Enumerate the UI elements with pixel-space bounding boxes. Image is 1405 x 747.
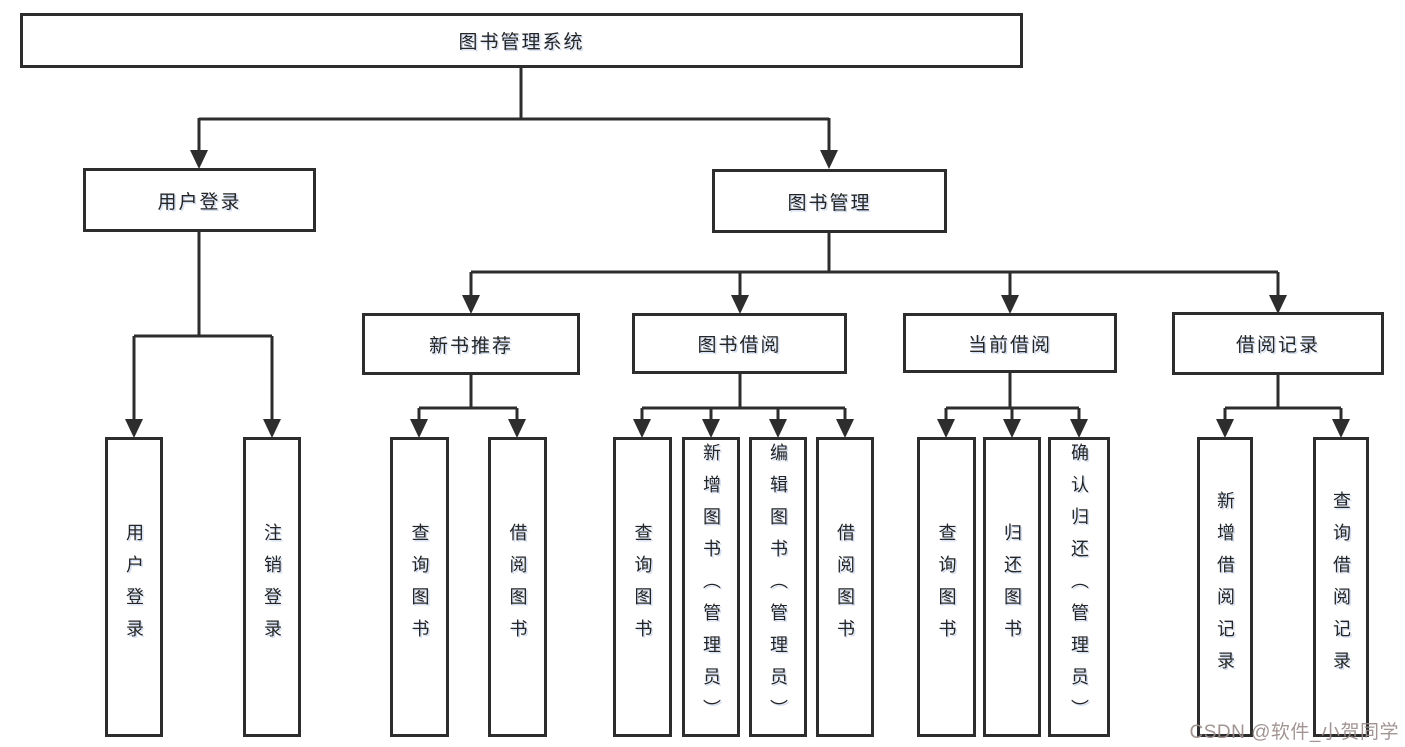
node-label: 查询图书: [409, 523, 430, 651]
arrow-down-icon: [263, 419, 281, 438]
arrow-down-icon: [836, 419, 854, 438]
connector-book-borrowing: [640, 374, 847, 421]
arrow-down-icon: [190, 150, 208, 169]
node-label: 图书借阅: [697, 335, 782, 356]
leaf-add-book-admin: 新增图书（管理员）: [682, 437, 740, 737]
arrow-down-icon: [1216, 419, 1234, 438]
node-label: 借阅图书: [835, 523, 855, 651]
arrow-down-icon: [702, 419, 720, 438]
node-label: 查询借阅记录: [1331, 491, 1351, 683]
node-label: 图书管理系统: [458, 32, 585, 53]
connector-book-management: [469, 233, 1280, 297]
node-book-management: 图书管理: [712, 169, 947, 233]
node-label: 注销登录: [262, 523, 282, 651]
arrow-down-icon: [937, 419, 955, 438]
node-label: 编辑图书（管理员）: [768, 443, 788, 731]
node-label: 确认归还（管理员）: [1069, 443, 1089, 731]
arrow-down-icon: [1003, 419, 1021, 438]
node-label: 新书推荐: [428, 335, 513, 357]
arrow-down-icon: [633, 419, 651, 438]
arrow-down-icon: [1070, 419, 1088, 438]
node-user-login-group: 用户登录: [83, 168, 316, 232]
node-label: 当前借阅: [967, 334, 1052, 356]
node-label: 新增图书（管理员）: [701, 443, 721, 731]
arrow-down-icon: [125, 419, 143, 438]
node-label: 归还图书: [1002, 523, 1022, 651]
leaf-confirm-return-admin: 确认归还（管理员）: [1048, 437, 1110, 737]
connector-root: [197, 68, 831, 153]
connector-user-login: [132, 232, 274, 421]
leaf-borrow-books-1: 借阅图书: [488, 437, 547, 737]
node-book-borrowing: 图书借阅: [632, 313, 847, 374]
node-label: 查询图书: [936, 523, 957, 651]
leaf-logout: 注销登录: [243, 437, 301, 737]
arrow-down-icon: [1001, 295, 1019, 314]
leaf-query-books-1: 查询图书: [390, 437, 449, 737]
node-label: 用户登录: [124, 523, 144, 651]
leaf-query-books-2: 查询图书: [613, 437, 672, 737]
arrow-down-icon: [820, 150, 838, 169]
node-new-book-recommend: 新书推荐: [362, 313, 580, 375]
leaf-user-login: 用户登录: [105, 437, 163, 737]
connector-new-book-recommend: [417, 375, 519, 421]
arrow-down-icon: [410, 419, 428, 438]
arrow-down-icon: [1332, 419, 1350, 438]
node-label: 借阅记录: [1235, 335, 1320, 356]
leaf-query-books-3: 查询图书: [917, 437, 976, 737]
arrow-down-icon: [731, 295, 749, 314]
leaf-edit-book-admin: 编辑图书（管理员）: [749, 437, 807, 737]
node-current-borrowing: 当前借阅: [903, 313, 1117, 373]
csdn-watermark: CSDN @软件_小贺同学: [1189, 722, 1399, 743]
leaf-return-books: 归还图书: [983, 437, 1041, 737]
leaf-add-borrow-record: 新增借阅记录: [1197, 437, 1253, 737]
connector-borrowing-records: [1223, 375, 1343, 421]
leaf-query-borrow-record: 查询借阅记录: [1313, 437, 1369, 737]
arrow-down-icon: [769, 419, 787, 438]
node-borrowing-records: 借阅记录: [1172, 312, 1384, 375]
node-label: 图书管理: [787, 192, 872, 214]
arrow-down-icon: [462, 295, 480, 314]
node-label: 新增借阅记录: [1215, 491, 1235, 683]
node-label: 用户登录: [157, 191, 242, 213]
node-library-system: 图书管理系统: [20, 13, 1023, 68]
arrow-down-icon: [508, 419, 526, 438]
leaf-borrow-books-2: 借阅图书: [816, 437, 874, 737]
connector-current-borrowing: [944, 373, 1081, 421]
node-label: 查询图书: [632, 523, 653, 651]
node-label: 借阅图书: [507, 523, 528, 651]
